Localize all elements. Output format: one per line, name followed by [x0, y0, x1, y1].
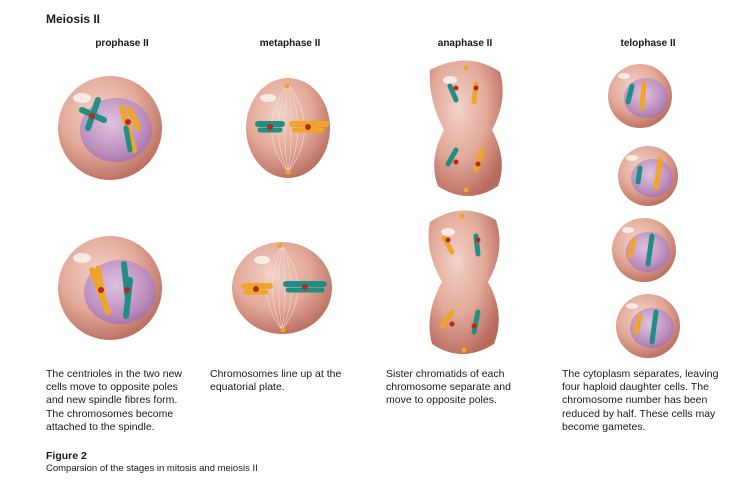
stage-description-metaphase: Chromosomes line up at the equatorial pl… — [210, 368, 342, 394]
chromosome-orange — [119, 105, 141, 153]
chromosome-teal — [79, 97, 107, 131]
prophase-cell-bottom — [58, 236, 162, 340]
figure-label: Figure 2 — [46, 450, 87, 462]
stage-description-prophase: The centrioles in the two new cells move… — [46, 368, 182, 433]
stage-description-telophase: The cytoplasm separates, leaving four ha… — [562, 368, 719, 433]
metaphase-cell-bottom — [232, 242, 332, 334]
anaphase-cell-top — [429, 60, 503, 196]
diagram-heading: Meiosis II — [46, 12, 101, 26]
telophase-cell-2 — [618, 146, 678, 206]
metaphase-cell-top — [246, 78, 330, 178]
stage-title-prophase: prophase II — [95, 38, 149, 49]
stage-title-telophase: telophase II — [620, 38, 676, 49]
telophase-cell-4 — [616, 294, 680, 358]
stage-title-anaphase: anaphase II — [437, 38, 493, 49]
anaphase-cell-bottom — [428, 210, 500, 354]
figure-caption: Comparsion of the stages in mitosis and … — [46, 463, 258, 474]
prophase-cell-top — [58, 76, 162, 180]
telophase-cell-3 — [612, 218, 676, 282]
stage-description-anaphase: Sister chromatids of each chromosome sep… — [386, 368, 511, 407]
stage-title-metaphase: metaphase II — [259, 38, 321, 49]
telophase-cell-1 — [608, 64, 672, 128]
